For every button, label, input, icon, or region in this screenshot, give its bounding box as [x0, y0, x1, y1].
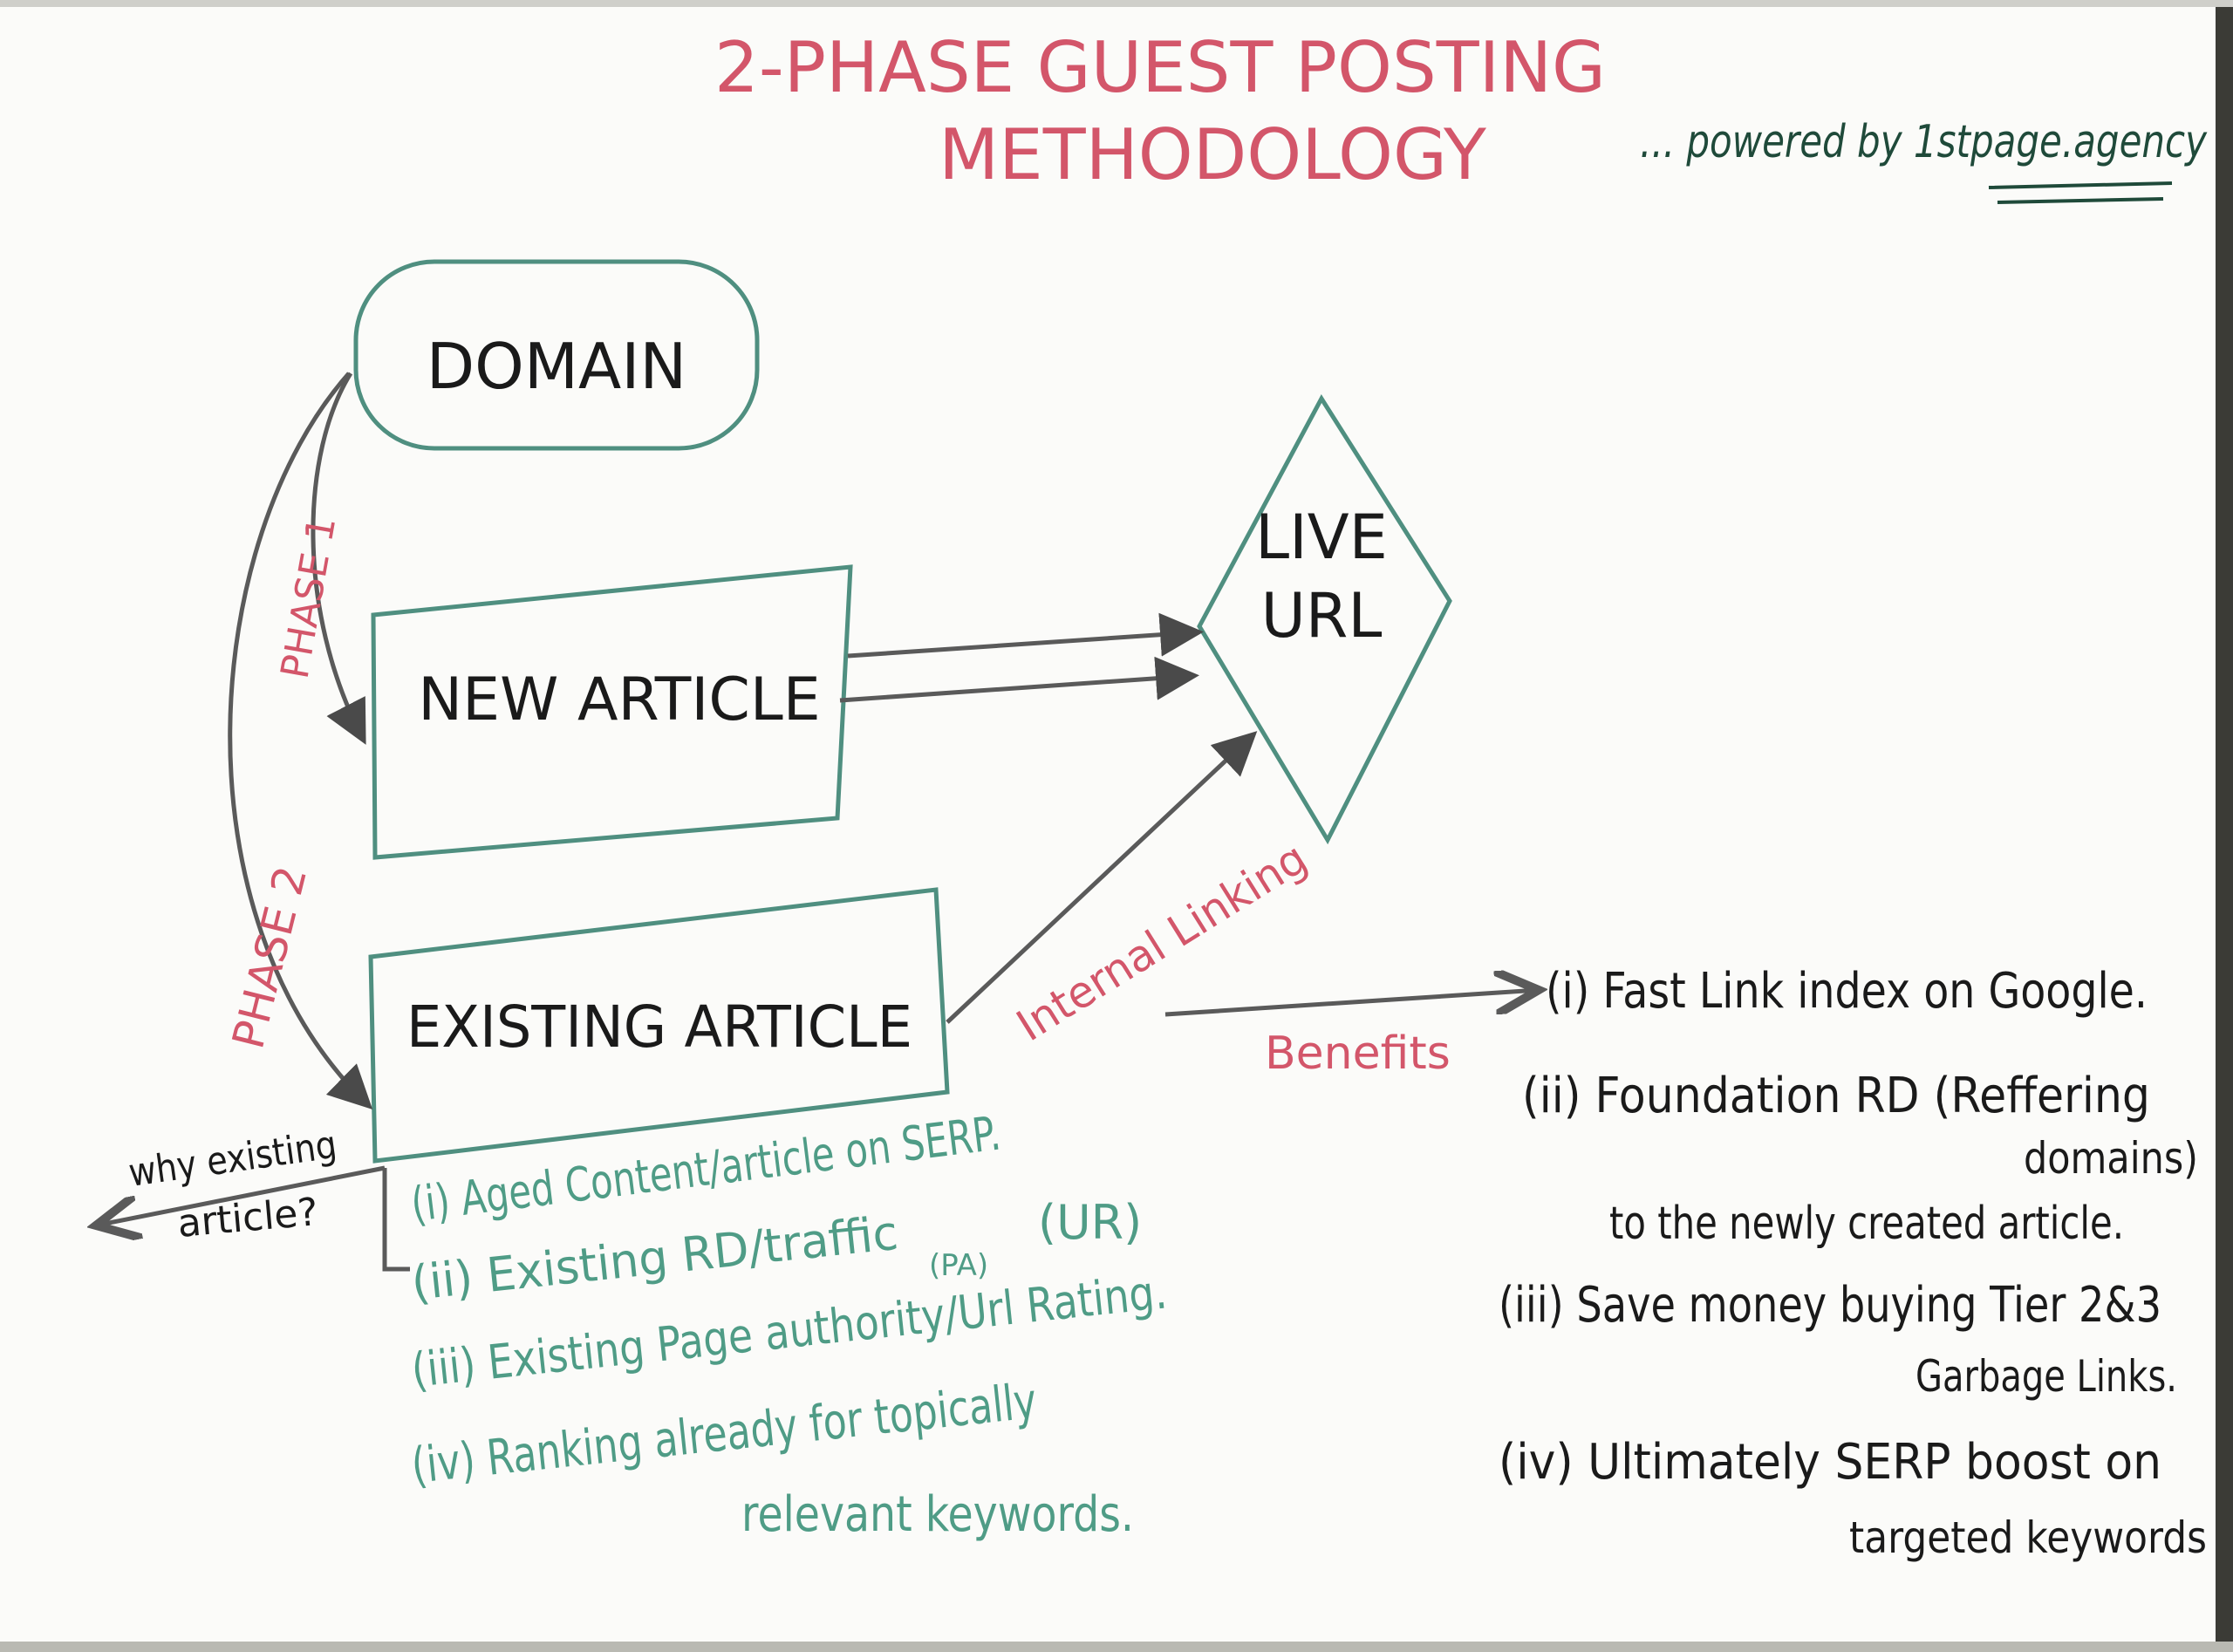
benefit-item-continued: targeted keywords	[1849, 1512, 2207, 1563]
phase1-arrow	[311, 372, 366, 745]
new-article-node	[371, 564, 853, 860]
phase1-label: PHASE 1	[273, 513, 345, 681]
benefit-item: (iv) Ultimately SERP boost on	[1499, 1434, 2161, 1491]
internal-linking-label: Internal Linking	[1008, 833, 1316, 1052]
reason-item: (i) Aged Content/article on SERP.	[408, 1106, 1004, 1232]
reasons-bracket	[382, 1168, 410, 1272]
why-existing-label-line2: article?	[176, 1190, 320, 1246]
title-line-1: 2-PHASE GUEST POSTING	[714, 27, 1606, 108]
sheet-edge	[2216, 0, 2233, 1652]
powered-by-credit: ... powered by 1stpage.agency	[1640, 116, 2208, 168]
live-url-node	[1197, 394, 1452, 845]
credit-underline	[1988, 181, 2173, 204]
benefit-item: (i) Fast Link index on Google.	[1546, 963, 2148, 1020]
phase2-arrow	[228, 372, 373, 1109]
benefit-item-continued: domains)	[2024, 1133, 2198, 1184]
new-to-live-arrow-2	[839, 656, 1199, 703]
domain-label: DOMAIN	[427, 330, 687, 403]
live-url-label-line2: URL	[1261, 580, 1383, 652]
title-line-2: METHODOLOGY	[939, 114, 1487, 195]
domain-node	[353, 259, 760, 451]
sheet-bottom-edge	[0, 1642, 2233, 1652]
benefit-item-continued: to the newly created article.	[1609, 1198, 2124, 1250]
new-to-live-arrow-1	[847, 612, 1204, 659]
reason-item: (iv) Ranking already for topically	[409, 1373, 1040, 1495]
live-url-label-line1: LIVE	[1255, 502, 1388, 573]
reason-item-continued: relevant keywords.	[741, 1486, 1134, 1543]
benefit-item: (ii) Foundation RD (Reffering	[1522, 1068, 2150, 1124]
pa-annotation: (PA)	[929, 1248, 988, 1283]
ur-annotation: (UR)	[1038, 1195, 1142, 1250]
new-article-label: NEW ARTICLE	[418, 666, 820, 734]
sheet-top-edge	[0, 0, 2233, 7]
existing-article-node	[368, 887, 950, 1164]
benefits-arrow	[1164, 990, 1539, 1017]
benefits-label: Benefits	[1265, 1027, 1451, 1080]
benefit-item-continued: Garbage Links.	[1915, 1351, 2177, 1402]
why-existing-reasons-list: (i) Aged Content/article on SERP. (ii) E…	[408, 1106, 1170, 1543]
why-existing-arrow	[96, 1165, 386, 1225]
benefits-list: (i) Fast Link index on Google. (ii) Foun…	[1499, 963, 2207, 1563]
existing-article-label: EXISTING ARTICLE	[406, 993, 912, 1061]
benefit-item: (iii) Save money buying Tier 2&3	[1499, 1277, 2161, 1334]
internal-linking-arrow	[946, 731, 1258, 1024]
